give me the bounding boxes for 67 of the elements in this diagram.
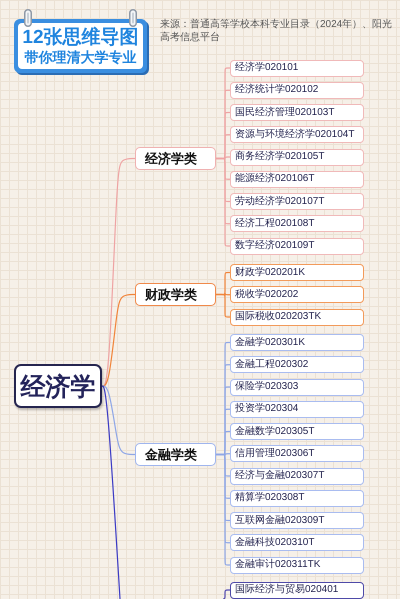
category-box (135, 443, 216, 466)
major-label: 互联网金融020309T (235, 516, 324, 526)
major-box (230, 556, 364, 574)
major-box (230, 60, 364, 76)
category-box (135, 283, 216, 306)
major-label: 商务经济学020105T (235, 152, 324, 162)
root-topic-label: 经济学 (20, 372, 96, 402)
major-box (230, 238, 364, 254)
category-label: 金融学类 (145, 446, 197, 464)
major-label: 精算学020308T (235, 493, 304, 504)
connector-line (216, 158, 230, 247)
badge-subtitle: 带你理清大学专业 (24, 48, 136, 65)
connector-line (102, 158, 135, 387)
major-box (230, 582, 364, 598)
major-box (230, 170, 364, 188)
major-box (230, 82, 364, 99)
major-box (230, 445, 364, 462)
category-label: 经济学类 (145, 150, 197, 168)
major-box (230, 468, 364, 484)
major-box (230, 334, 364, 351)
major-label: 金融数学020305T (235, 426, 314, 436)
major-label: 财政学020201K (235, 268, 306, 278)
major-label: 金融工程020302 (235, 360, 308, 370)
major-label: 资源与环境经济学020104T (235, 130, 354, 140)
major-box (230, 148, 364, 166)
major-label: 信用管理020306T (235, 448, 314, 459)
connector-line (222, 589, 230, 599)
major-box (230, 356, 364, 374)
major-box (230, 104, 364, 121)
major-label: 能源经济020106T (235, 174, 314, 184)
major-box (230, 378, 364, 396)
major-label: 金融科技020310T (235, 538, 314, 548)
connector-line (102, 385, 135, 456)
major-box (230, 264, 364, 281)
major-box (230, 534, 364, 552)
connector-line (102, 386, 121, 599)
major-label: 金融审计020311TK (235, 560, 320, 570)
major-box (230, 215, 364, 232)
major-label: 金融学020301K (235, 338, 306, 348)
source-note: 来源：普通高等学校本科专业目录（2024年）、阳光高考信息平台 (160, 19, 394, 44)
major-box (230, 400, 364, 418)
major-label: 劳动经济学020107T (235, 196, 324, 206)
major-box (230, 308, 364, 326)
major-label: 税收学020202 (235, 290, 298, 300)
major-box (230, 126, 364, 144)
major-box (230, 423, 364, 440)
major-label: 国际税收020203TK (235, 312, 322, 322)
major-box (230, 512, 364, 529)
major-label: 经济与金融020307T (235, 471, 324, 481)
category-box (135, 147, 216, 170)
connector-line (102, 294, 135, 387)
major-box (230, 286, 364, 304)
category-label: 财政学类 (145, 286, 197, 304)
major-label: 数字经济020109T (235, 241, 314, 251)
major-box (230, 193, 364, 210)
major-label: 国际经济与贸易020401 (235, 585, 338, 595)
major-label: 投资学020304 (235, 404, 298, 414)
major-label: 经济学020101 (235, 63, 298, 73)
major-label: 国民经济管理020103T (235, 108, 334, 118)
major-label: 经济统计学020102 (235, 85, 318, 96)
major-label: 经济工程020108T (235, 218, 314, 229)
root-topic-box (14, 364, 102, 408)
major-box (230, 490, 364, 507)
major-label: 保险学020303 (235, 382, 298, 392)
badge-title: 12张思维导图 (22, 27, 139, 49)
title-badge (14, 19, 147, 73)
connector-line (216, 294, 230, 318)
